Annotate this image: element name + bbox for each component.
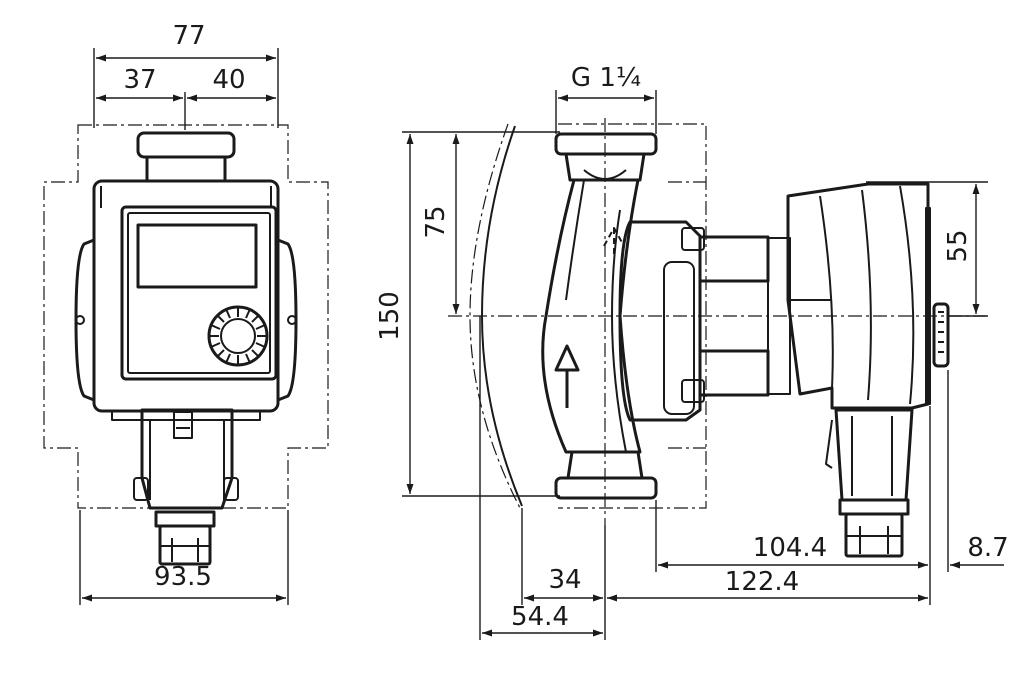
side-view: G 1¼ 150 75 55 104.4 8.7 34 122.4 54.4 [375, 63, 1009, 640]
dim-thread-label: G 1¼ [571, 63, 641, 93]
dim-34-label: 34 [548, 565, 581, 595]
front-display-panel [120, 205, 278, 381]
dim-8-7-label: 8.7 [967, 533, 1008, 563]
dim-40-label: 40 [212, 65, 245, 95]
control-knob-icon [207, 305, 269, 367]
front-right-screw [287, 315, 297, 325]
housing-curve [481, 125, 523, 507]
dim-37-label: 37 [123, 65, 156, 95]
front-dimensions [79, 48, 289, 605]
lcd-screen [136, 223, 258, 289]
flow-arrow-icon [554, 227, 625, 408]
dim-93-5-label: 93.5 [154, 562, 212, 592]
motor-end-cap [932, 302, 950, 368]
side-dimension-lines [406, 94, 1004, 637]
dim-150-label: 150 [375, 291, 405, 341]
side-top-flange [554, 132, 658, 182]
side-extension-lines [402, 90, 988, 640]
dim-104-4-label: 104.4 [753, 533, 827, 563]
front-view-envelope [43, 124, 329, 509]
side-view-centerlines [448, 118, 985, 525]
pump-body [541, 178, 642, 454]
dim-54-4-label: 54.4 [511, 602, 569, 632]
dim-77-label: 77 [172, 21, 205, 51]
side-bottom-flange [554, 450, 658, 500]
side-connector [825, 408, 914, 558]
front-left-screw [75, 315, 85, 325]
motor-head [786, 182, 931, 410]
dim-55-label: 55 [943, 229, 973, 262]
front-view: 77 37 40 93.5 [43, 21, 329, 605]
front-top-connection [136, 131, 236, 183]
motor-flange [618, 220, 705, 422]
dim-122-4-label: 122.4 [725, 567, 799, 597]
front-bottom-connector [133, 408, 239, 566]
dim-75-label: 75 [421, 205, 451, 238]
